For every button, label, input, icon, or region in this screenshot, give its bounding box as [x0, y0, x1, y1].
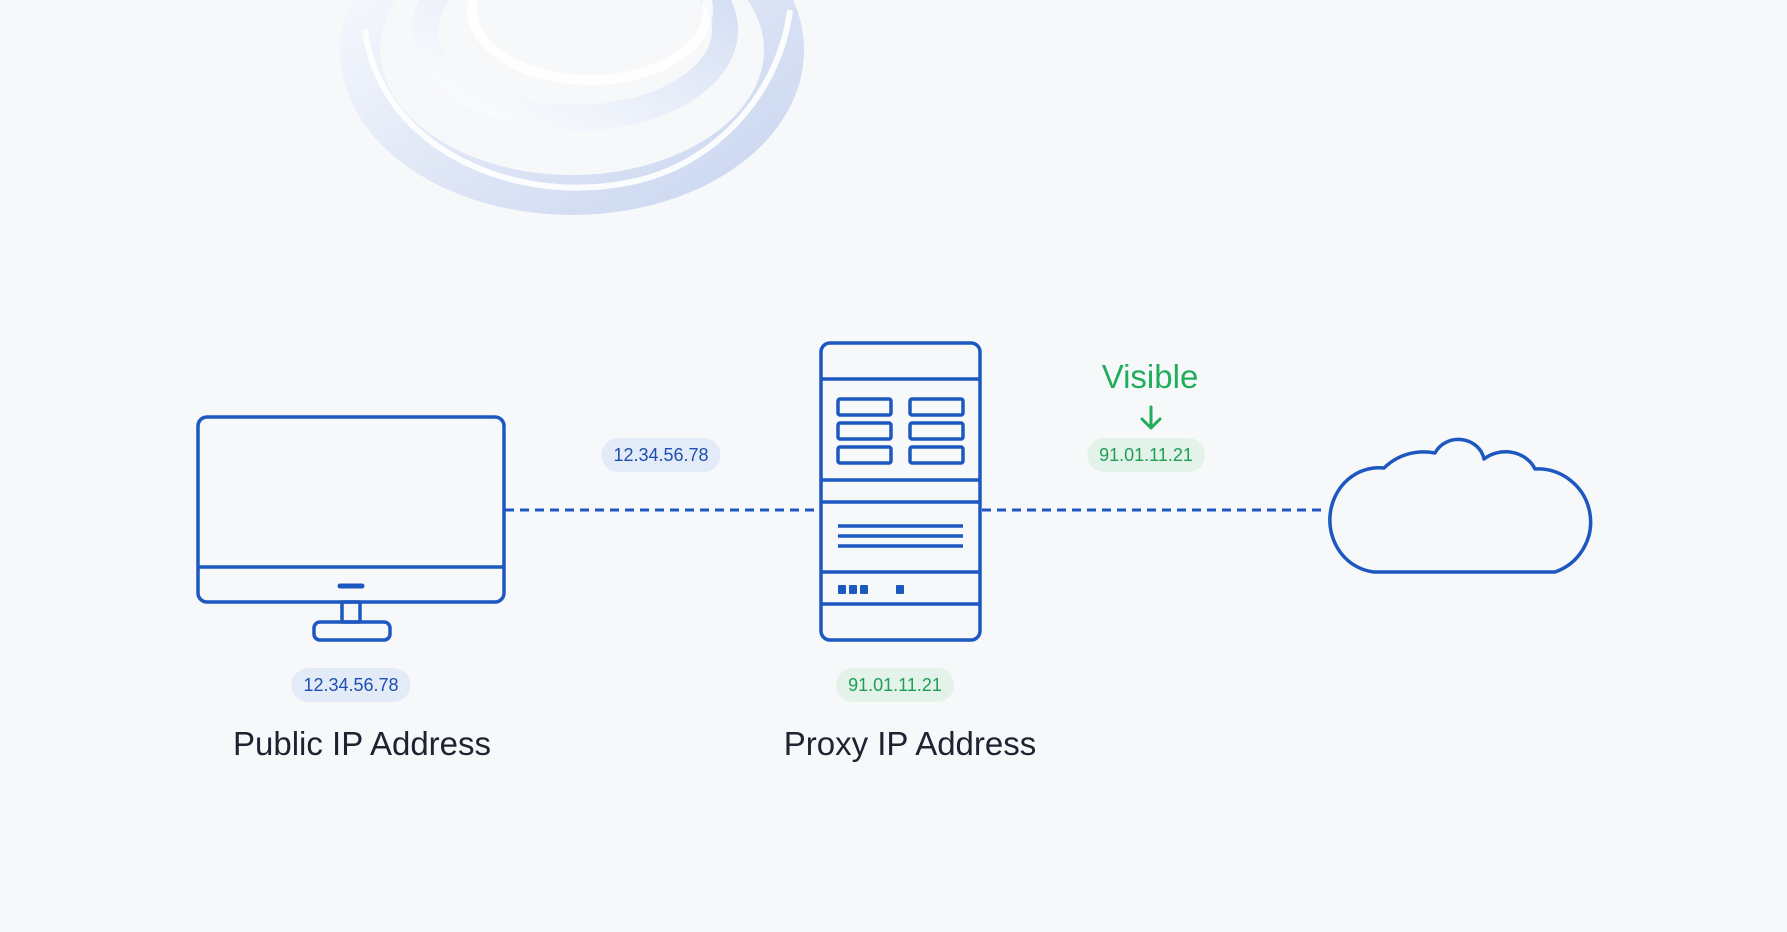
computer-ip-badge: 12.34.56.78 [291, 668, 411, 702]
proxy-ip-badge: 91.01.11.21 [836, 668, 954, 702]
link-right-ip-badge: 91.01.11.21 [1087, 438, 1205, 472]
computer-label: Public IP Address [232, 725, 492, 762]
server-rack-icon [819, 341, 982, 642]
arrow-down-icon [1140, 405, 1162, 430]
visible-label: Visible [1101, 358, 1199, 395]
desktop-monitor-icon [196, 415, 506, 642]
link-left-ip-badge: 12.34.56.78 [601, 438, 721, 472]
cloud-icon [1328, 437, 1593, 574]
proxy-label: Proxy IP Address [783, 725, 1037, 762]
glass-ring-decoration [340, 0, 804, 215]
